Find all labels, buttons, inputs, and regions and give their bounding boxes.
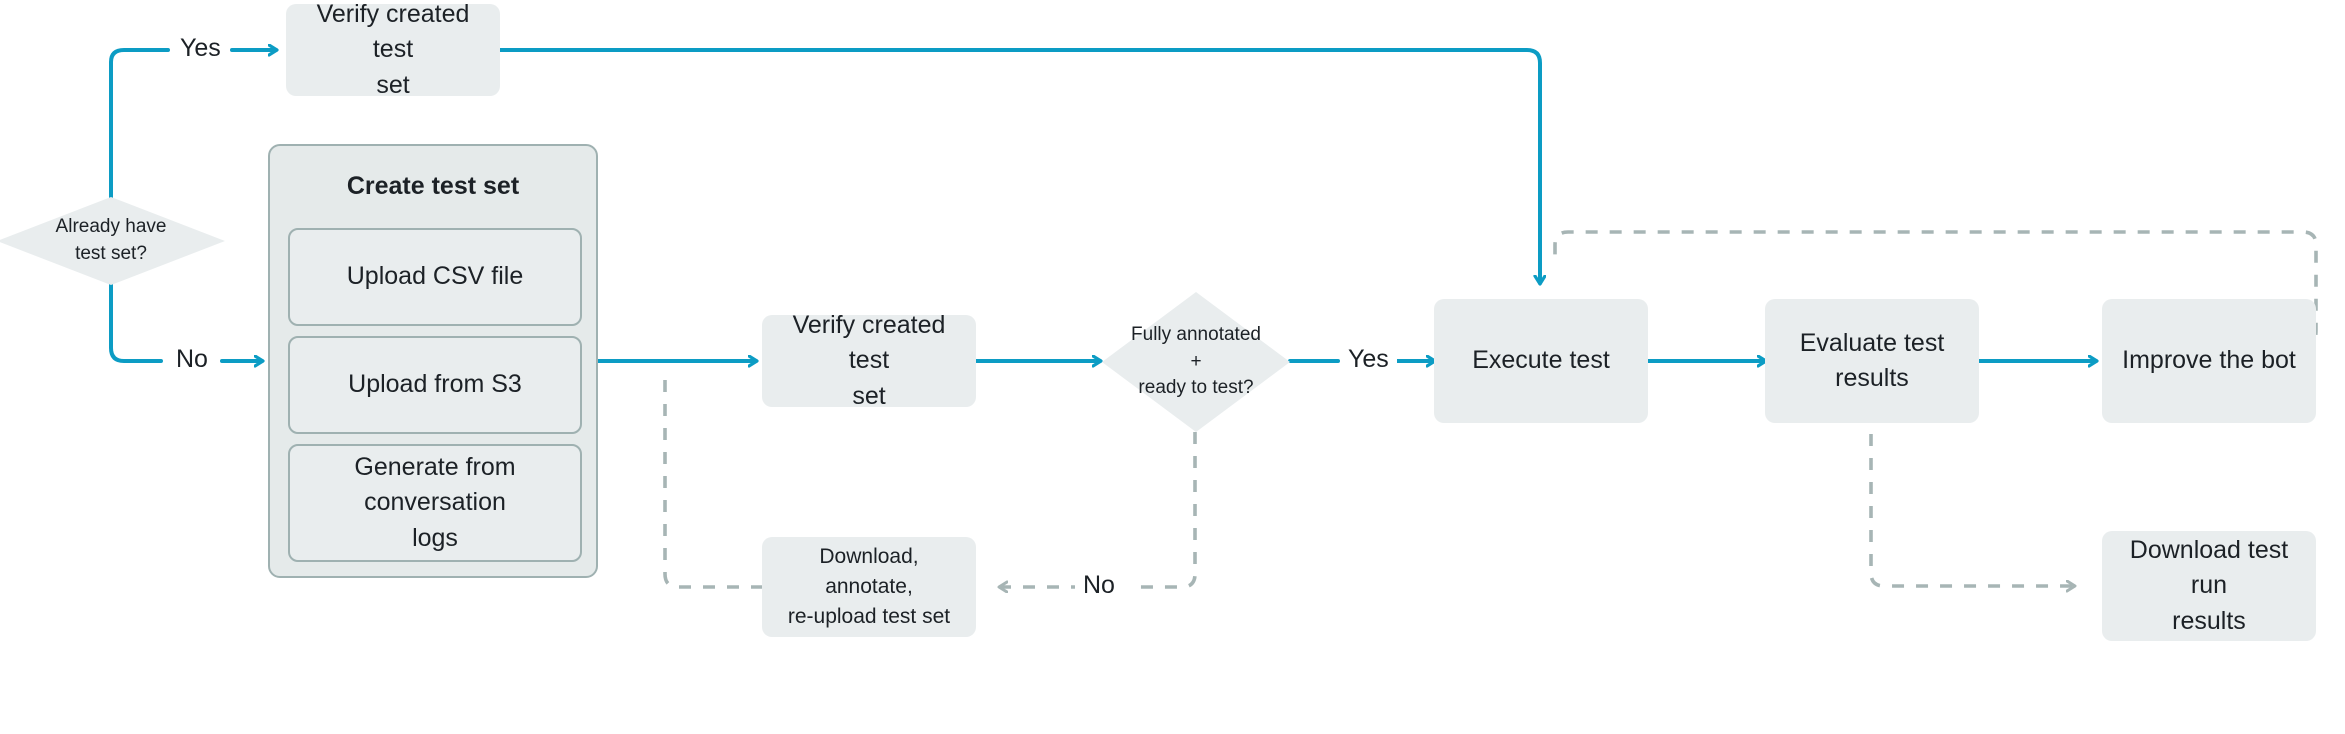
diamond-shape xyxy=(1102,292,1290,432)
edge-label-no-left: No xyxy=(168,345,216,374)
node-verify-created-test-set-top[interactable]: Verify created test set xyxy=(286,0,500,99)
option-upload-csv-file[interactable]: Upload CSV file xyxy=(288,228,582,326)
edge-no-down-dashed xyxy=(1140,432,1197,589)
option-upload-from-s3[interactable]: Upload from S3 xyxy=(288,336,582,434)
decision-label: Already have test set? xyxy=(55,216,167,264)
edge-label-yes-annotated: Yes xyxy=(1340,345,1397,374)
edge-yes-up xyxy=(109,48,170,207)
edge-evaluate-to-download-results xyxy=(1869,434,2074,586)
edge-label-no-annotated: No xyxy=(1075,571,1123,600)
diamond-shape xyxy=(0,197,225,285)
decision-fully-annotated-ready-to-test: Fully annotated + ready to test? xyxy=(1100,290,1292,434)
group-create-test-set: Create test set Upload CSV file Upload f… xyxy=(268,144,598,578)
decision-label: Fully annotated + ready to test? xyxy=(1131,324,1261,399)
node-execute-test[interactable]: Execute test xyxy=(1434,299,1648,423)
decision-already-have-test-set: Already have test set? xyxy=(0,195,227,287)
node-evaluate-test-results[interactable]: Evaluate test results xyxy=(1765,299,1979,423)
node-verify-created-test-set-mid[interactable]: Verify created test set xyxy=(762,311,976,410)
edge-no-down xyxy=(109,275,163,363)
node-download-test-run-results[interactable]: Download test run results xyxy=(2102,531,2316,641)
edge-reupload-back-to-verify xyxy=(663,374,763,589)
node-download-annotate-reupload[interactable]: Download, annotate, re-upload test set xyxy=(762,537,976,637)
edge-verify-top-to-execute xyxy=(497,48,1540,283)
node-improve-the-bot[interactable]: Improve the bot xyxy=(2102,299,2316,423)
edge-label-yes-top: Yes xyxy=(172,34,229,63)
option-generate-from-conversation-logs[interactable]: Generate from conversation logs xyxy=(288,444,582,562)
group-title: Create test set xyxy=(346,172,520,200)
